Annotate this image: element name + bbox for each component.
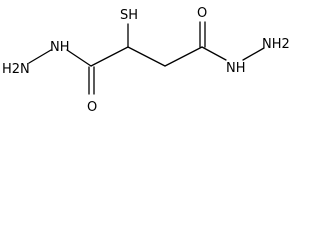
bonds [28,21,265,95]
bond-nn-right [242,47,265,61]
structure-diagram: H2N NH O SH O NH NH2 [2,6,289,115]
atom-nh-right: NH [226,61,246,76]
atom-nh2-right: NH2 [262,37,289,52]
atom-nh-left: NH [50,40,70,55]
bond-c-n-right [201,46,227,61]
bond-nn-left [28,49,52,64]
bond-n-c-left [66,49,92,67]
atom-h2n-left: H2N [2,62,30,77]
atom-labels: H2N NH O SH O NH NH2 [2,6,289,115]
bond-c-c-3 [164,46,203,67]
atom-sh: SH [120,8,138,23]
atom-o-left: O [87,100,97,115]
bond-c-c-1 [90,46,129,67]
atom-o-right: O [197,6,207,21]
bond-c-c-2 [127,46,166,67]
